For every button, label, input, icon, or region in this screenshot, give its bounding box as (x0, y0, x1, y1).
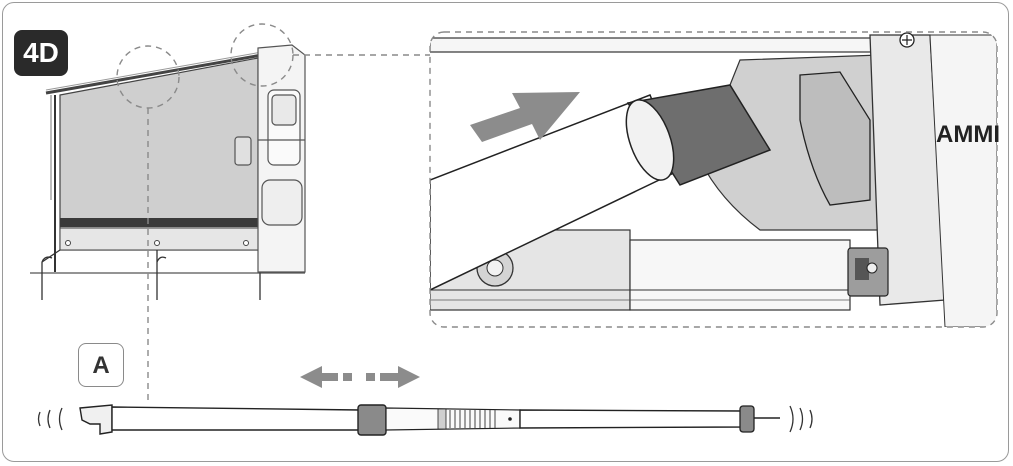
telescopic-pole (37, 404, 813, 436)
vehicle-lettering: AMMI (936, 121, 1000, 148)
awning-band (60, 218, 258, 227)
push-direction-arrow (470, 92, 580, 142)
zoom-detail (429, 31, 998, 328)
slide-arrow (300, 366, 420, 388)
awning-overview (30, 23, 430, 400)
step-badge: 4D (14, 30, 68, 76)
pole-clamp (357, 404, 387, 436)
vehicle-body (234, 44, 306, 273)
part-label-badge: A (78, 343, 124, 387)
